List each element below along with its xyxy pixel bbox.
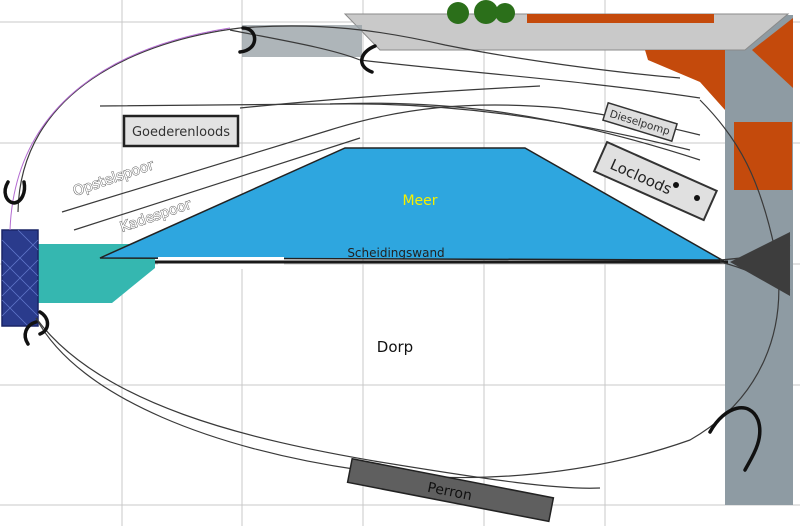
perron-platform: Perron bbox=[346, 457, 555, 523]
track-bumpers bbox=[3, 26, 762, 472]
tunnel-hatch bbox=[1, 229, 39, 327]
meer-label: Meer bbox=[402, 193, 437, 209]
track-purple-curve bbox=[9, 27, 231, 231]
roof-building-1 bbox=[645, 50, 725, 110]
locloods-marker-2 bbox=[694, 195, 700, 201]
tracks bbox=[17, 25, 791, 489]
scheidingswand-label: Scheidingswand bbox=[347, 246, 444, 260]
locloods-marker-1 bbox=[673, 182, 679, 188]
lake bbox=[99, 147, 725, 261]
dorp-label: Dorp bbox=[377, 338, 413, 356]
roof-building-2 bbox=[752, 18, 793, 88]
roof-building-3 bbox=[734, 122, 792, 190]
right-junction bbox=[730, 232, 790, 296]
top-platform-roof bbox=[527, 14, 714, 23]
tree-icon bbox=[447, 0, 515, 24]
opstelspoor-label: Opstelspoor bbox=[71, 157, 156, 200]
goederenloods-building: Goederenloods bbox=[122, 114, 240, 148]
top-left-shed bbox=[242, 25, 362, 57]
goederenloods-label: Goederenloods bbox=[132, 125, 230, 140]
